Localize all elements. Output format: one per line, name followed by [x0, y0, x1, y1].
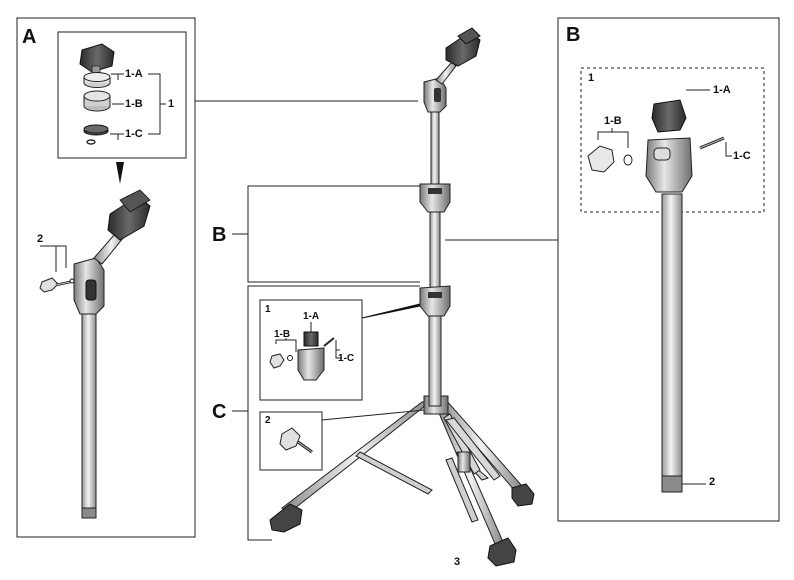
a-part-1a: 1-A — [125, 68, 143, 80]
part-upper-washer — [83, 72, 111, 88]
b-part-1b: 1-B — [604, 115, 622, 127]
section-b-bracket — [232, 185, 420, 283]
b-part-2: 2 — [709, 476, 716, 488]
section-b-label: B — [566, 24, 581, 46]
part-1b-felt — [83, 90, 111, 112]
panel-a-parts-inset — [57, 31, 187, 159]
panel-c-inset-1 — [259, 299, 363, 401]
section-c-label: C — [212, 401, 227, 423]
b-part-1a: 1-A — [713, 84, 731, 96]
section-a-label: A — [22, 26, 37, 48]
page-number: 3 — [454, 556, 461, 568]
b-part-1c: 1-C — [733, 150, 751, 162]
panel-a-brackets — [110, 73, 166, 140]
c-part-1a: 1-A — [303, 311, 320, 322]
a-part-1b: 1-B — [125, 98, 143, 110]
a-part-1c: 1-C — [125, 128, 143, 140]
cymbal-stand — [269, 27, 535, 567]
panel-b-parts-inset — [580, 67, 765, 213]
section-c-bracket — [232, 285, 420, 541]
c-inset2-number: 2 — [265, 415, 271, 426]
a-inset-number: 1 — [168, 98, 175, 110]
section-b-stand-label: B — [212, 224, 227, 246]
leader-lines — [195, 100, 558, 319]
c-part-1b: 1-B — [274, 329, 291, 340]
a-part-2: 2 — [37, 233, 44, 245]
pointer-triangle — [116, 162, 124, 184]
c-inset-number: 1 — [265, 304, 271, 315]
b-inset-number: 1 — [588, 72, 595, 84]
panel-b — [557, 17, 780, 522]
panel-c-inset-2 — [259, 409, 425, 471]
c-part-1c: 1-C — [338, 353, 355, 364]
part-1c-bottom-felt — [83, 124, 109, 145]
panel-a — [16, 17, 196, 538]
panel-a-tilter-assembly — [39, 189, 151, 519]
